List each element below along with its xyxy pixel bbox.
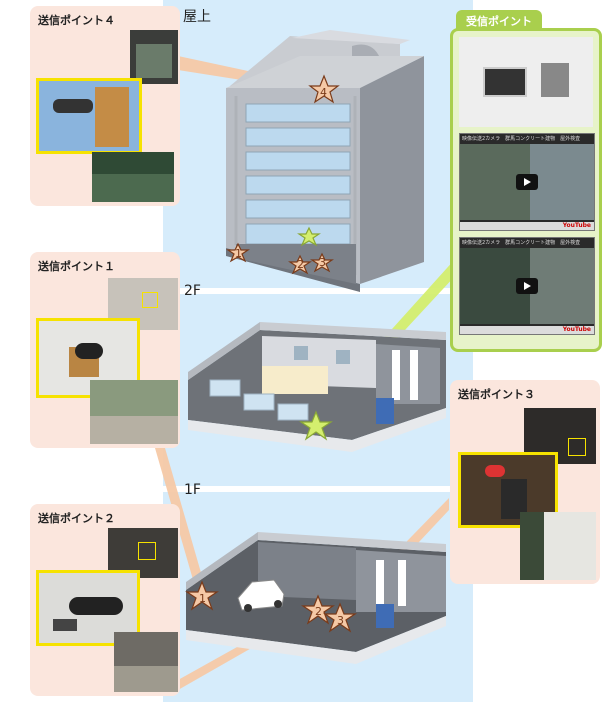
receiver-card: 映像伝送2カメラ 群馬コンクリート建物 屋外検査 YouTube 映像伝送2カメ…: [450, 28, 602, 352]
marker-2-label-roof: 2: [297, 258, 304, 271]
point3-camera-view: [520, 512, 596, 580]
video1-logo: YouTube: [562, 222, 591, 229]
floor-label-2f: 2F: [184, 283, 201, 299]
point1-card: 送信ポイント１: [30, 252, 180, 448]
2f-partition: [262, 366, 328, 394]
marker-4-label: 4: [320, 86, 327, 99]
receiver-title: 受信ポイント: [456, 10, 542, 32]
point1-title: 送信ポイント１: [38, 260, 115, 273]
video2-caption: 映像伝送2カメラ 群馬コンクリート建物 屋外検査: [462, 240, 581, 246]
point4-card: 送信ポイント４: [30, 6, 180, 206]
point4-title: 送信ポイント４: [38, 14, 115, 27]
receiver-monitor-photo: [459, 37, 593, 127]
point2-camera-view: [114, 632, 178, 692]
floor-label-roof: 屋上: [183, 9, 211, 25]
video1-caption: 映像伝送2カメラ 群馬コンクリート建物 屋外検査: [462, 136, 581, 142]
receiver-video-1[interactable]: 映像伝送2カメラ 群馬コンクリート建物 屋外検査 YouTube: [459, 133, 595, 231]
point1-camera-view: [90, 380, 178, 444]
point2-wall-photo: [108, 528, 178, 578]
point4-rooftop-photo: [130, 30, 178, 84]
point2-camera-zoom: [36, 570, 140, 646]
receiver-video-2[interactable]: 映像伝送2カメラ 群馬コンクリート建物 屋外検査 YouTube: [459, 237, 595, 335]
floor-label-1f: 1F: [184, 482, 201, 498]
floor-divider-1f: [163, 486, 473, 492]
video1-play-icon[interactable]: [516, 174, 538, 190]
marker-3-label: 3: [337, 614, 344, 627]
video1-control-bar[interactable]: [460, 222, 594, 230]
point2-card: 送信ポイント２: [30, 504, 180, 696]
star-markers: [185, 74, 357, 633]
marker-1-label-roof: 1: [235, 247, 242, 260]
marker-1-label: 1: [199, 592, 206, 605]
car-icon: [237, 579, 285, 612]
building-floor-1f: [186, 532, 446, 664]
point2-title: 送信ポイント２: [38, 512, 115, 525]
point4-camera-view: [92, 152, 174, 202]
video2-play-icon[interactable]: [516, 278, 538, 294]
marker-3-label-roof: 3: [319, 256, 326, 269]
video2-control-bar[interactable]: [460, 326, 594, 334]
point3-card: 送信ポイント３: [450, 380, 600, 584]
building-floor-2f: [188, 322, 446, 452]
marker-2-label: 2: [315, 605, 322, 618]
floor-divider-2f: [163, 288, 473, 294]
building-main: [226, 30, 424, 292]
point4-camera-zoom: [36, 78, 142, 154]
point3-title: 送信ポイント３: [458, 388, 535, 401]
video2-logo: YouTube: [562, 326, 591, 333]
